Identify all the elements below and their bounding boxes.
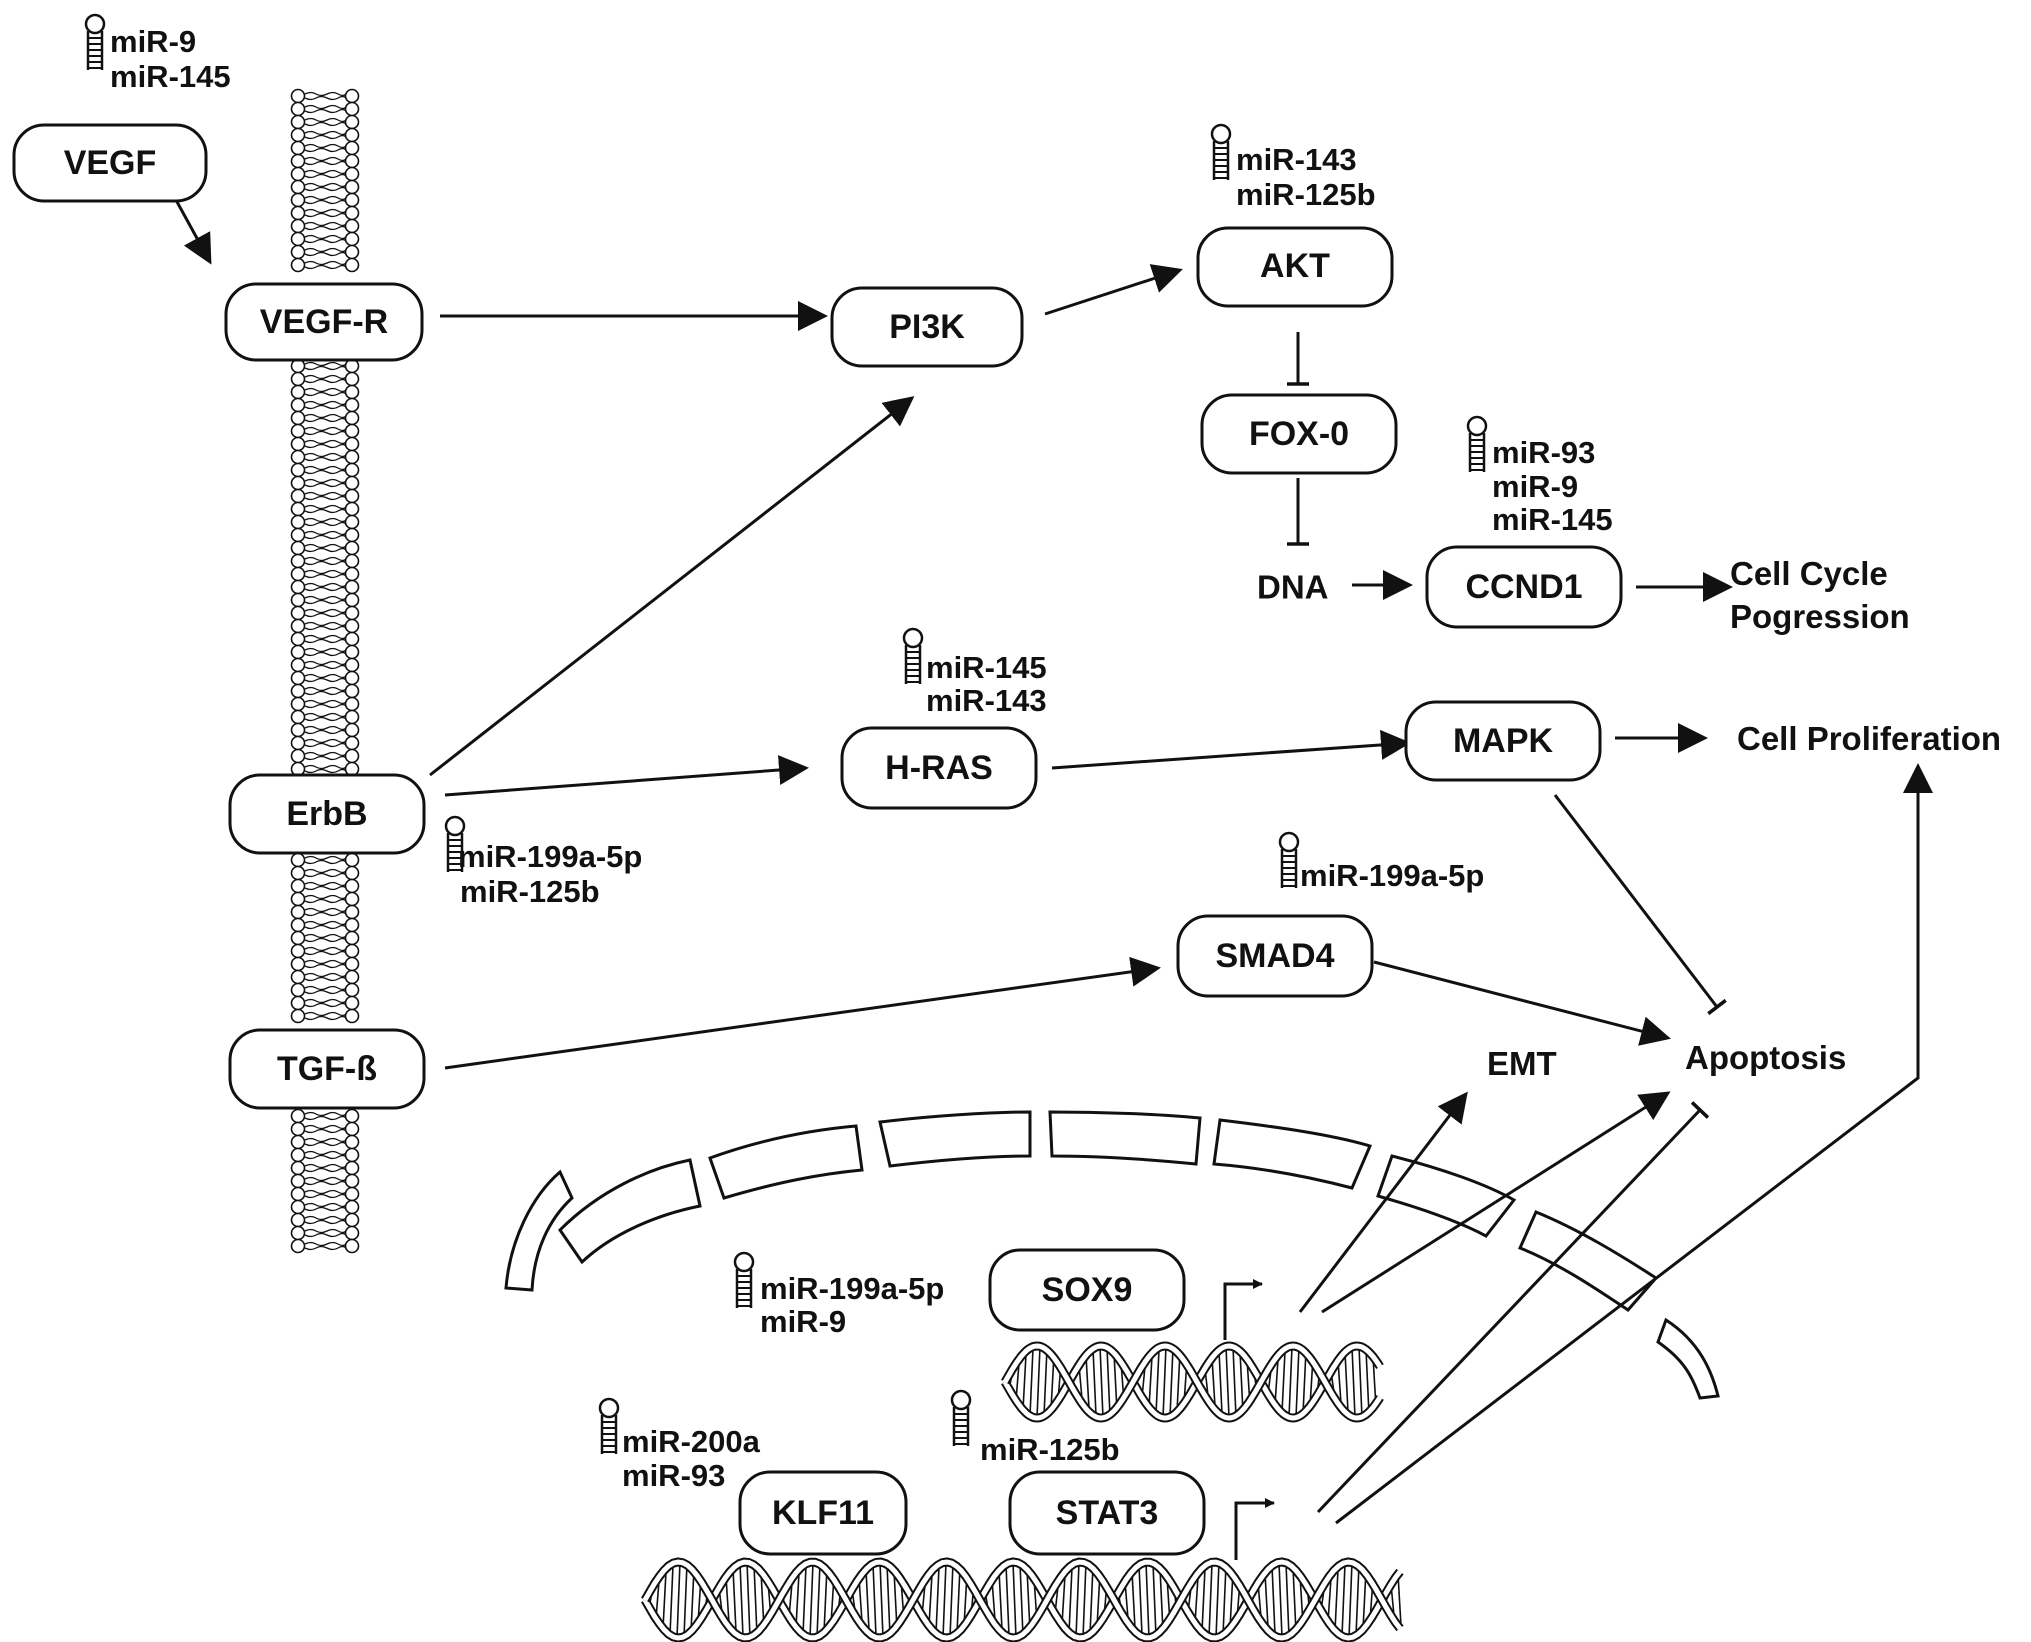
edge-erbb-hras — [444, 755, 809, 797]
svg-text:miR-145: miR-145 — [1492, 502, 1613, 537]
svg-text:H-RAS: H-RAS — [885, 749, 993, 787]
svg-text:TGF-ß: TGF-ß — [277, 1050, 377, 1088]
svg-text:miR-199a-5p: miR-199a-5p — [760, 1271, 944, 1306]
node-stat3: STAT3 — [1008, 1470, 1206, 1556]
svg-text:miR-143: miR-143 — [926, 683, 1047, 718]
svg-text:CCND1: CCND1 — [1465, 568, 1582, 606]
mirna-group-h-ras: miR-145 miR-143 — [902, 627, 1047, 718]
mirna-group-klf11: miR-200a miR-93 — [598, 1397, 761, 1493]
edges — [174, 199, 1933, 1560]
label-cell-cycle: Cell Cycle — [1730, 555, 1888, 592]
svg-text:miR-200a: miR-200a — [622, 1424, 761, 1459]
mirna-group-sox9: miR-199a-5p miR-9 — [733, 1251, 944, 1339]
tss-stat3 — [1234, 1498, 1275, 1560]
hairpin-icon — [1210, 123, 1232, 180]
svg-text:SOX9: SOX9 — [1042, 1271, 1133, 1309]
node-smad4: SMAD4 — [1176, 914, 1374, 998]
hairpin-icon — [950, 1389, 972, 1446]
svg-text:miR-199a-5p: miR-199a-5p — [458, 839, 642, 874]
mirna-annotations: miR-9 miR-145 miR-143 miR-125b miR-93 mi… — [84, 13, 1613, 1493]
node-vegf: VEGF — [12, 123, 208, 203]
label-cell-proliferation: Cell Proliferation — [1737, 720, 2001, 757]
edge-sox9-apoptosis — [1321, 1091, 1671, 1314]
svg-text:miR-199a-5p: miR-199a-5p — [1300, 858, 1484, 893]
label-emt: EMT — [1487, 1045, 1557, 1082]
svg-text:PI3K: PI3K — [889, 308, 965, 346]
node-klf11: KLF11 — [738, 1470, 908, 1556]
svg-text:MAPK: MAPK — [1453, 722, 1554, 760]
node-h-ras: H-RAS — [840, 726, 1038, 810]
edge-vegf-vegfr — [174, 199, 212, 265]
svg-text:miR-143: miR-143 — [1236, 142, 1357, 177]
svg-text:miR-9: miR-9 — [1492, 469, 1578, 504]
nuclear-envelope — [504, 1110, 1720, 1400]
svg-text:miR-93: miR-93 — [1492, 435, 1595, 470]
hairpin-icon — [902, 627, 924, 684]
edge-tgfb-smad4 — [444, 956, 1161, 1070]
edge-hras-mapk — [1051, 729, 1411, 770]
dna-helix-lower — [641, 1557, 1404, 1642]
label-progression: Pogression — [1730, 598, 1910, 635]
svg-text:ErbB: ErbB — [286, 795, 367, 833]
svg-text:KLF11: KLF11 — [772, 1494, 874, 1532]
svg-text:miR-93: miR-93 — [622, 1458, 725, 1493]
dna-helix-upper — [1001, 1341, 1384, 1423]
edge-sox9-emt — [1298, 1091, 1468, 1313]
edge-stat3-proliferation — [1335, 763, 1933, 1525]
label-dna: DNA — [1257, 569, 1329, 606]
edge-erbb-pi3k — [429, 396, 915, 777]
svg-text:VEGF: VEGF — [64, 144, 157, 182]
svg-text:miR-145: miR-145 — [926, 650, 1047, 685]
edge-pi3k-akt — [1044, 264, 1183, 316]
edge-stat3-apoptosis — [1316, 1101, 1710, 1514]
svg-text:miR-9: miR-9 — [110, 24, 196, 59]
svg-text:FOX-0: FOX-0 — [1249, 415, 1349, 453]
tss-sox9 — [1223, 1279, 1263, 1340]
svg-text:VEGF-R: VEGF-R — [260, 303, 388, 341]
svg-text:AKT: AKT — [1260, 247, 1330, 285]
mirna-group-smad4: miR-199a-5p — [1278, 831, 1484, 893]
mirna-group-erbb: miR-199a-5p miR-125b — [444, 815, 642, 909]
edge-smad4-apoptosis — [1373, 960, 1671, 1046]
node-erbb: ErbB — [228, 773, 426, 855]
svg-text:miR-125b: miR-125b — [1236, 177, 1376, 212]
hairpin-icon — [733, 1251, 755, 1308]
svg-text:miR-125b: miR-125b — [980, 1432, 1120, 1467]
hairpin-icon — [1278, 831, 1300, 888]
mirna-group-akt: miR-143 miR-125b — [1210, 123, 1376, 212]
hairpin-icon — [598, 1397, 620, 1454]
node-vegf-r: VEGF-R — [224, 282, 424, 362]
outcome-labels: DNA Cell Cycle Pogression Cell Prolifera… — [1257, 555, 2001, 1082]
svg-text:SMAD4: SMAD4 — [1215, 937, 1334, 975]
node-akt: AKT — [1196, 226, 1394, 308]
svg-text:STAT3: STAT3 — [1056, 1494, 1159, 1532]
edge-mapk-apoptosis — [1553, 794, 1727, 1016]
svg-text:miR-125b: miR-125b — [460, 874, 600, 909]
node-pi3k: PI3K — [830, 286, 1024, 368]
svg-text:miR-9: miR-9 — [760, 1304, 846, 1339]
mirna-group-vegf: miR-9 miR-145 — [84, 13, 231, 94]
node-fox0: FOX-0 — [1200, 393, 1398, 475]
svg-text:miR-145: miR-145 — [110, 59, 231, 94]
label-apoptosis: Apoptosis — [1685, 1039, 1846, 1076]
nodes: VEGF VEGF-R ErbB TGF-ß PI3K AKT FOX-0 C — [12, 123, 1623, 1556]
hairpin-icon — [1466, 415, 1488, 472]
cell-membrane — [290, 88, 360, 1254]
node-mapk: MAPK — [1404, 700, 1602, 782]
node-ccnd1: CCND1 — [1425, 545, 1623, 629]
mirna-group-ccnd1: miR-93 miR-9 miR-145 — [1466, 415, 1613, 537]
hairpin-icon — [444, 815, 466, 872]
mirna-group-stat3: miR-125b — [950, 1389, 1120, 1467]
node-sox9: SOX9 — [988, 1248, 1186, 1332]
hairpin-icon — [84, 13, 106, 70]
node-tgf-b: TGF-ß — [228, 1028, 426, 1110]
